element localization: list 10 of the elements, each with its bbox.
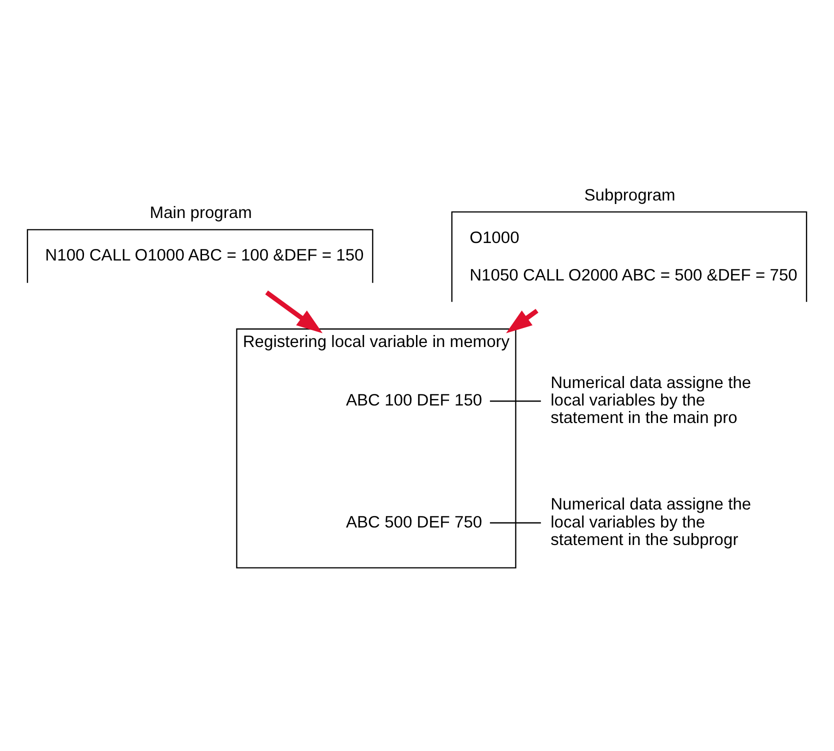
node-text: ABC 500 DEF 750 [346,512,482,531]
arrow [506,308,538,333]
node-text: ABC 100 DEF 150 [346,390,482,409]
node-text: Subprogram O1000 N1050 CALL O2000 ABC = 500 &DEF = 750 [470,184,798,284]
node-text: Main program N100 CALL O1000 ABC = 100 &DEF = 150 [45,202,364,264]
node-text: Numerical data assigne the local variables by the statement in the main pro [550,372,752,427]
connector [490,400,541,402]
node-text: Numerical data assigne the local variables by the statement in the subprogr [550,494,752,548]
arrow [265,290,323,333]
connector [490,522,541,523]
